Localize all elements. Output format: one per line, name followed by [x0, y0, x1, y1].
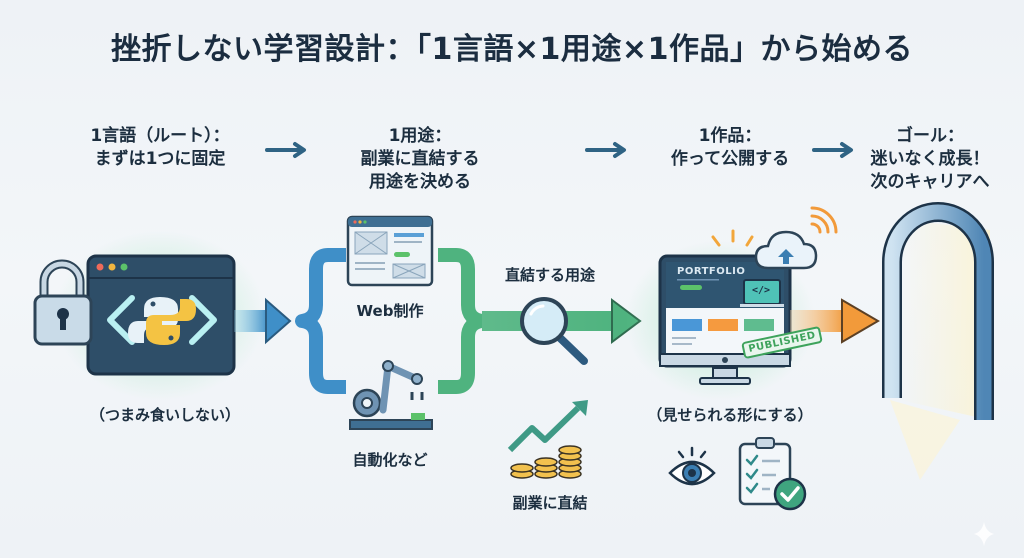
caption-automation: 自動化など — [352, 451, 428, 469]
step-goal-desc: 迷いなく成長！ — [870, 149, 990, 169]
step-work-title: 1作品： — [698, 126, 762, 146]
step-arrow-icon — [265, 142, 306, 158]
step-use-desc2: 用途を決める — [369, 172, 471, 192]
step-goal: ゴール： 迷いなく成長！ 次のキャリアへ — [860, 125, 1000, 194]
web-page-icon — [346, 215, 434, 287]
cloud-upload-icon — [754, 230, 818, 270]
caption-no-dabbling: （つまみ食いしない） — [89, 406, 240, 424]
lock-icon — [33, 259, 93, 346]
step-use: 1用途： 副業に直結する 用途を決める — [340, 125, 500, 194]
checklist-icon — [738, 437, 807, 511]
robot-arm-icon — [349, 360, 433, 430]
code-window-icon — [86, 254, 236, 376]
sparkle-icon — [711, 229, 754, 247]
caption-showcase: （見せられる形にする） — [647, 406, 813, 424]
step-language: 1言語（ルート）： まずは1つに固定 — [60, 125, 260, 171]
orange-flow-arrow — [790, 298, 880, 344]
step-language-desc: まずは1つに固定 — [94, 149, 226, 169]
code-glyph: </> — [752, 285, 771, 296]
caption-web: Web制作 — [356, 302, 424, 320]
signal-icon — [810, 206, 838, 234]
portfolio-heading: PORTFOLIO — [677, 266, 746, 277]
blue-flow-arrow — [234, 297, 292, 345]
step-arrow-icon — [585, 142, 626, 158]
python-logo-icon — [128, 297, 196, 345]
step-work: 1作品： 作って公開する — [650, 125, 810, 171]
blue-bracket — [295, 248, 346, 394]
page-title: 挫折しない学習設計：「1言語×1用途×1作品」から始める — [111, 32, 913, 67]
star-sparkle-icon — [974, 522, 994, 546]
step-use-title: 1用途： — [388, 126, 452, 146]
step-arrow-icon — [812, 142, 853, 158]
step-language-title: 1言語（ルート）： — [90, 126, 230, 146]
step-goal-desc2: 次のキャリアへ — [870, 172, 990, 192]
coins-growth-icon — [507, 400, 588, 479]
caption-direct-use: 直結する用途 — [504, 266, 595, 284]
archway-icon — [882, 202, 994, 420]
step-use-desc: 副業に直結する — [360, 149, 480, 169]
step-work-desc: 作って公開する — [670, 149, 790, 169]
magnifying-glass-icon — [520, 297, 588, 365]
eye-icon — [668, 446, 716, 486]
green-bracket — [438, 248, 489, 394]
step-goal-title: ゴール： — [896, 126, 964, 146]
caption-side-job: 副業に直結 — [512, 494, 588, 512]
